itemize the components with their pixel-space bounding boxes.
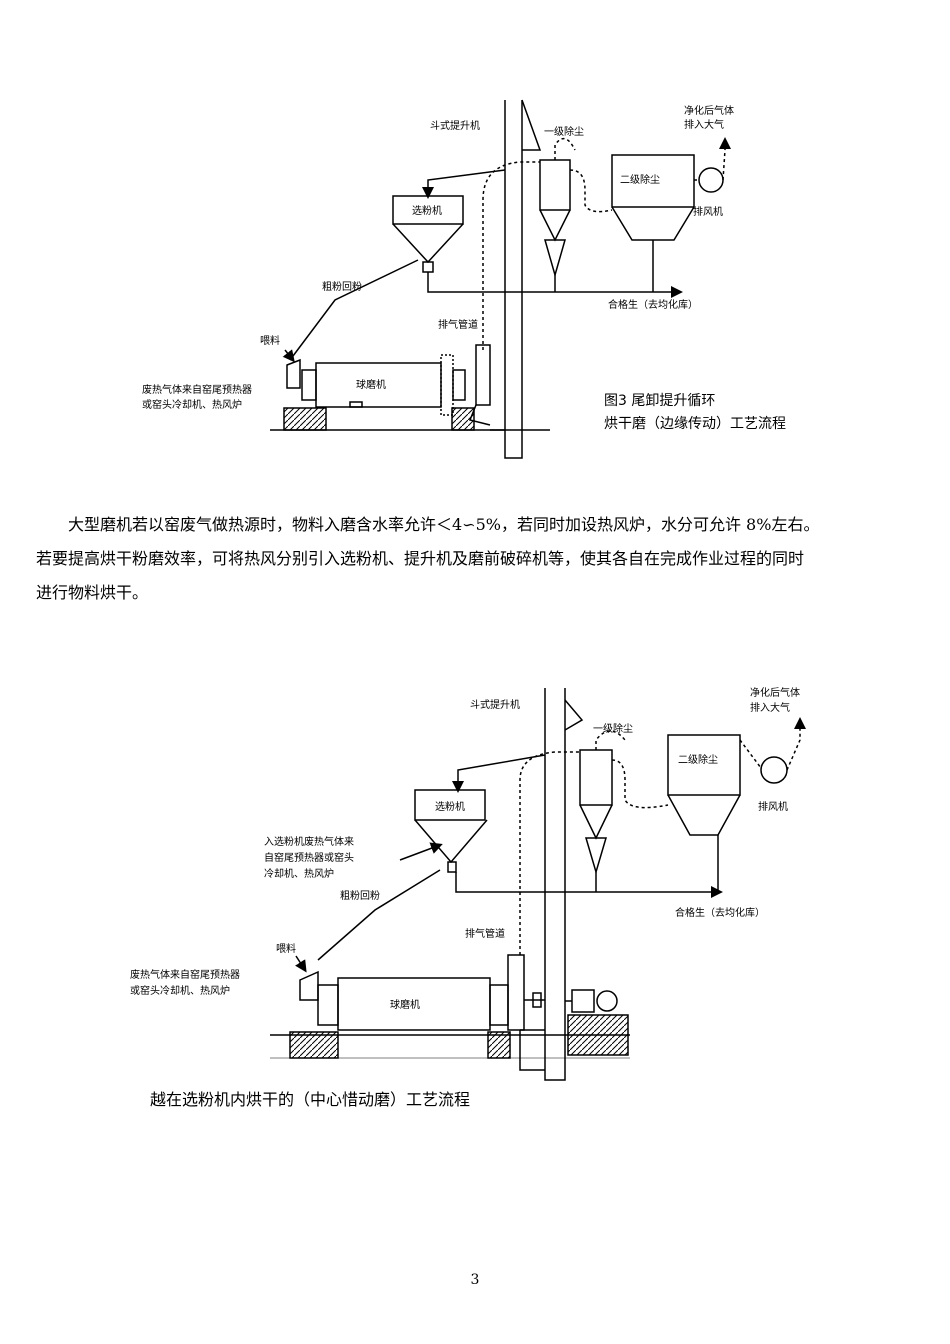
label2-sep-gas-2: 自窑尾预热器或窑头 — [264, 851, 354, 864]
label2-feed: 喂料 — [276, 942, 296, 955]
label2-exhaust-2: 排入大气 — [750, 701, 790, 714]
elevator-column — [504, 100, 523, 459]
label-feed: 喂料 — [260, 334, 280, 347]
label-mill: 球磨机 — [356, 378, 386, 391]
label-exhaust-2: 排入大气 — [684, 118, 724, 131]
figure2-caption: 越在选粉机内烘干的（中心惜动磨）工艺流程 — [150, 1090, 471, 1109]
label2-exhaust-1: 净化后气体 — [750, 686, 800, 699]
fan-1 — [698, 167, 724, 193]
label-fan: 排风机 — [693, 205, 723, 218]
label2-mill: 球磨机 — [390, 998, 420, 1011]
dust-collector-2b — [667, 734, 741, 796]
dust-collector-2 — [611, 154, 695, 208]
fan-2 — [760, 756, 788, 784]
figure1-caption-1: 图3 尾卸提升循环 — [604, 393, 715, 409]
label-dust1: 一级除尘 — [544, 125, 584, 138]
label-separator: 选粉机 — [412, 204, 442, 217]
figure-2-diagram: 斗式提升机 一级除尘 二级除尘 净化后气体 排入大气 排风机 选粉机 入选粉机废… — [130, 686, 806, 1081]
label2-vent: 排气管道 — [465, 927, 505, 940]
page-number: 3 — [470, 1272, 480, 1288]
figure-2: 斗式提升机 一级除尘 二级除尘 净化后气体 排入大气 排风机 选粉机 入选粉机废… — [0, 660, 950, 1090]
label-hot-gas-1: 废热气体来自窑尾预热器 — [142, 383, 252, 396]
label2-dust2: 二级除尘 — [678, 753, 718, 766]
para-line-2: 若要提高烘干粉磨效率，可将热风分别引入选粉机、提升机及磨前破碎机等，使其各自在完… — [36, 549, 805, 568]
figure1-caption-2: 烘干磨（边缘传动）工艺流程 — [604, 416, 786, 432]
body-paragraph: 大型磨机若以窑废气做热源时，物料入磨含水率允许＜4∽5%，若同时加设热风炉，水分… — [36, 508, 916, 610]
label2-dust1: 一级除尘 — [593, 722, 633, 735]
label2-hot-gas-2: 或窑头冷却机、热风炉 — [130, 984, 230, 997]
figure-1-diagram: 斗式提升机 一级除尘 二级除尘 净化后气体 排入大气 排风机 选粉机 粗粉回粉 … — [142, 99, 786, 459]
label-elevator: 斗式提升机 — [430, 119, 480, 132]
separator-box-2 — [414, 789, 486, 821]
label2-sep-gas-3: 冷却机、热风炉 — [264, 867, 334, 880]
label-exhaust-1: 净化后气体 — [684, 104, 734, 117]
label-product: 合格生（去均化库） — [608, 298, 698, 311]
label2-separator: 选粉机 — [435, 800, 465, 813]
elevator-column-2 — [544, 688, 566, 1081]
label-hot-gas-2: 或窑头冷却机、热风炉 — [142, 398, 242, 411]
para-line-3: 进行物料烘干。 — [36, 583, 149, 602]
label2-fan: 排风机 — [758, 800, 788, 813]
separator-cone — [392, 223, 464, 264]
label2-product: 合格生（去均化库） — [675, 906, 765, 919]
label-coarse-return: 粗粉回粉 — [322, 280, 362, 293]
label2-coarse-return: 粗粉回粉 — [340, 889, 380, 902]
para-line-1: 大型磨机若以窑废气做热源时，物料入磨含水率允许＜4∽5%，若同时加设热风炉，水分… — [68, 515, 820, 534]
label2-sep-gas-1: 入选粉机废热气体来 — [264, 835, 354, 848]
cyclone-1 — [539, 159, 571, 211]
label2-hot-gas-1: 废热气体来自窑尾预热器 — [130, 968, 240, 981]
label2-elevator: 斗式提升机 — [470, 698, 520, 711]
figure-1: 斗式提升机 一级除尘 二级除尘 净化后气体 排入大气 排风机 选粉机 粗粉回粉 … — [0, 0, 950, 470]
label-vent: 排气管道 — [438, 318, 478, 331]
label-dust2: 二级除尘 — [620, 173, 660, 186]
